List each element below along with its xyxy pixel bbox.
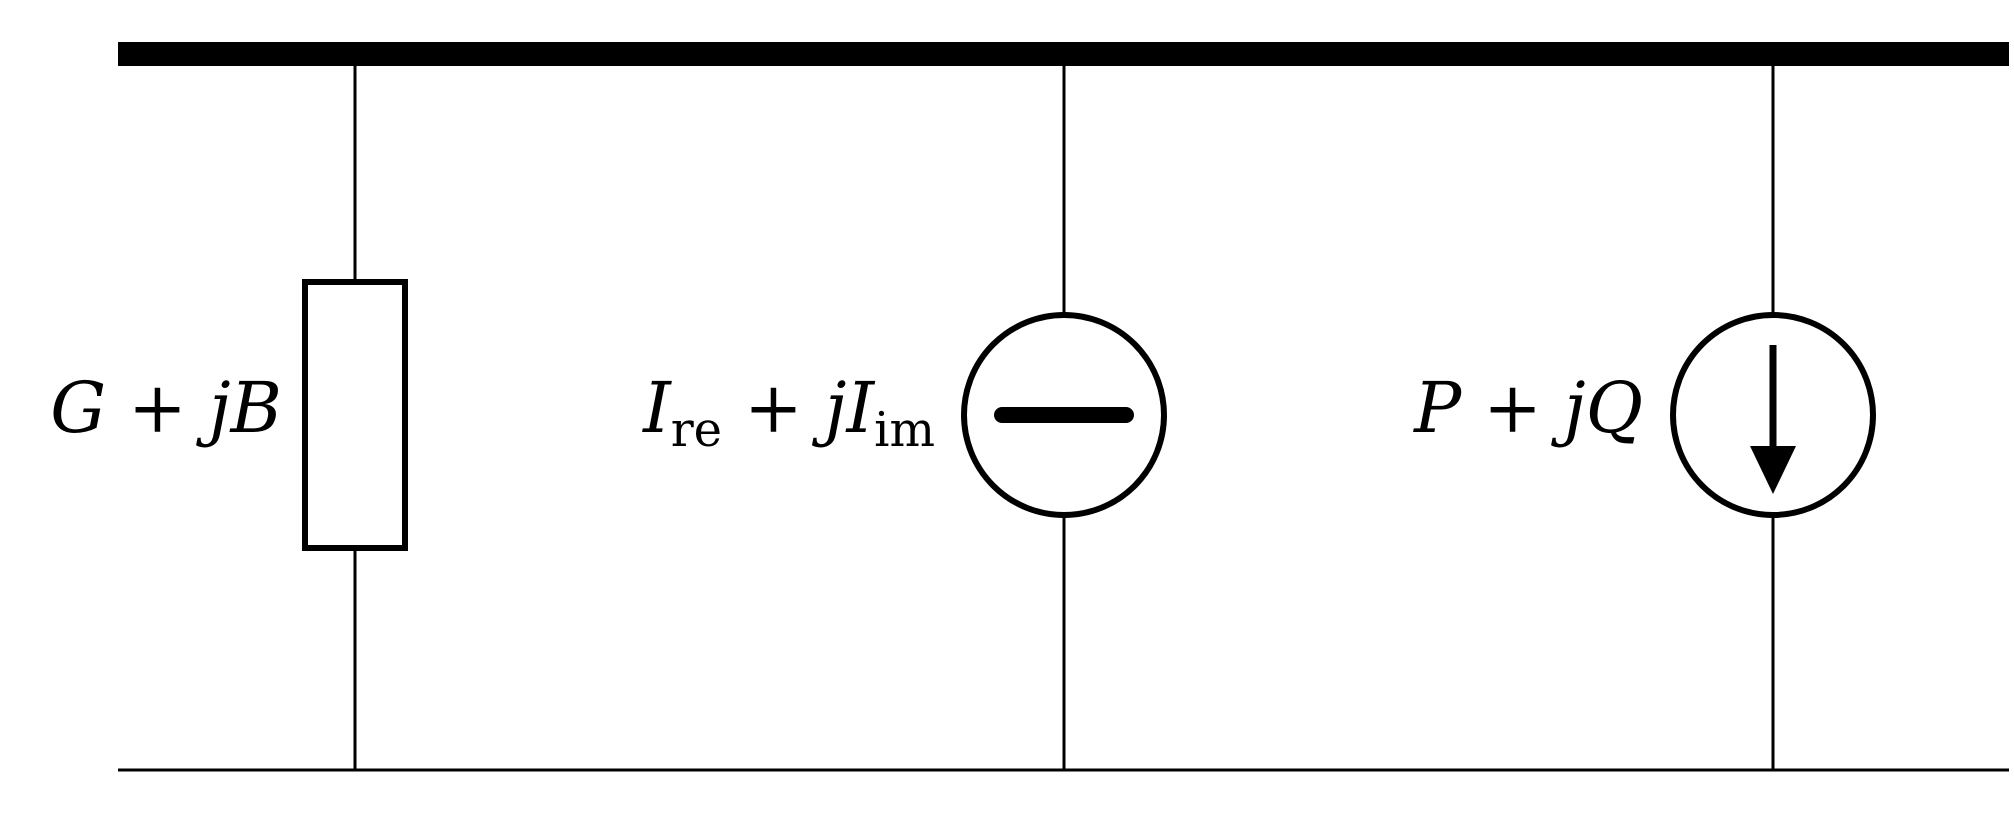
- power-source-branch: P+jQ: [1412, 66, 1876, 770]
- current-source-label-sub-im: im: [874, 402, 935, 458]
- current-source-label-plus: +: [744, 367, 803, 449]
- current-source-branch: Ire+jIim: [641, 66, 1167, 770]
- power-source-label-p: P: [1412, 367, 1463, 449]
- power-source-label: P+jQ: [1412, 367, 1643, 449]
- impedance-resistor-box: [302, 279, 408, 551]
- current-source-label-i1: I: [641, 367, 672, 449]
- current-source-label-i2: I: [844, 367, 875, 449]
- current-source-label-sub-re: re: [671, 402, 722, 458]
- down-arrow-icon: [1750, 446, 1796, 494]
- impedance-label-g: G: [50, 367, 106, 449]
- current-source-label: Ire+jIim: [641, 367, 935, 458]
- top-busbar: [118, 42, 2009, 66]
- power-source-label-j: j: [1551, 367, 1586, 449]
- impedance-label-plus: +: [128, 367, 187, 449]
- power-source-label-q: Q: [1586, 367, 1643, 449]
- power-source-label-plus: +: [1483, 367, 1542, 449]
- current-source-label-j: j: [812, 367, 847, 449]
- impedance-branch: G +jB: [50, 66, 408, 770]
- impedance-label: G +jB: [50, 367, 282, 449]
- impedance-label-b: B: [229, 367, 282, 449]
- impedance-label-j: j: [196, 367, 231, 449]
